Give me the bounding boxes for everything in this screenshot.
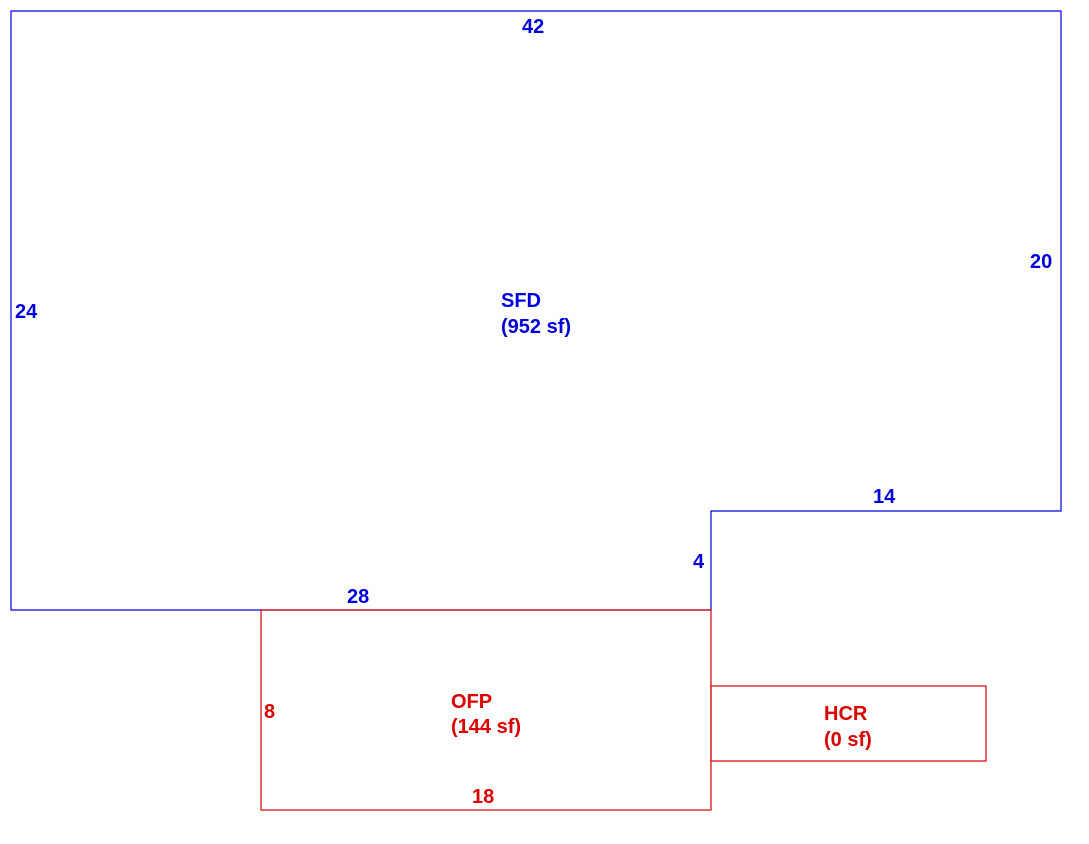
sfd-bottom-dimension: 28 — [347, 586, 369, 608]
sfd-left-dimension: 24 — [15, 301, 38, 323]
ofp-bottom-dimension: 18 — [472, 786, 494, 808]
hcr-area-label: (0 sf) — [824, 729, 872, 751]
ofp-area-label: (144 sf) — [451, 716, 521, 738]
sfd-step-top-dimension: 14 — [873, 486, 896, 508]
hcr-code-label: HCR — [824, 703, 868, 725]
sfd-top-dimension: 42 — [522, 16, 544, 38]
sfd-right-dimension: 20 — [1030, 251, 1052, 273]
sfd-outline — [10, 10, 1062, 611]
sfd-area-label: (952 sf) — [501, 316, 571, 338]
sfd-step-side-dimension: 4 — [693, 551, 705, 573]
sfd-code-label: SFD — [501, 290, 541, 312]
ofp-code-label: OFP — [451, 691, 492, 713]
hcr-outline — [710, 685, 987, 762]
ofp-left-dimension: 8 — [264, 701, 275, 723]
